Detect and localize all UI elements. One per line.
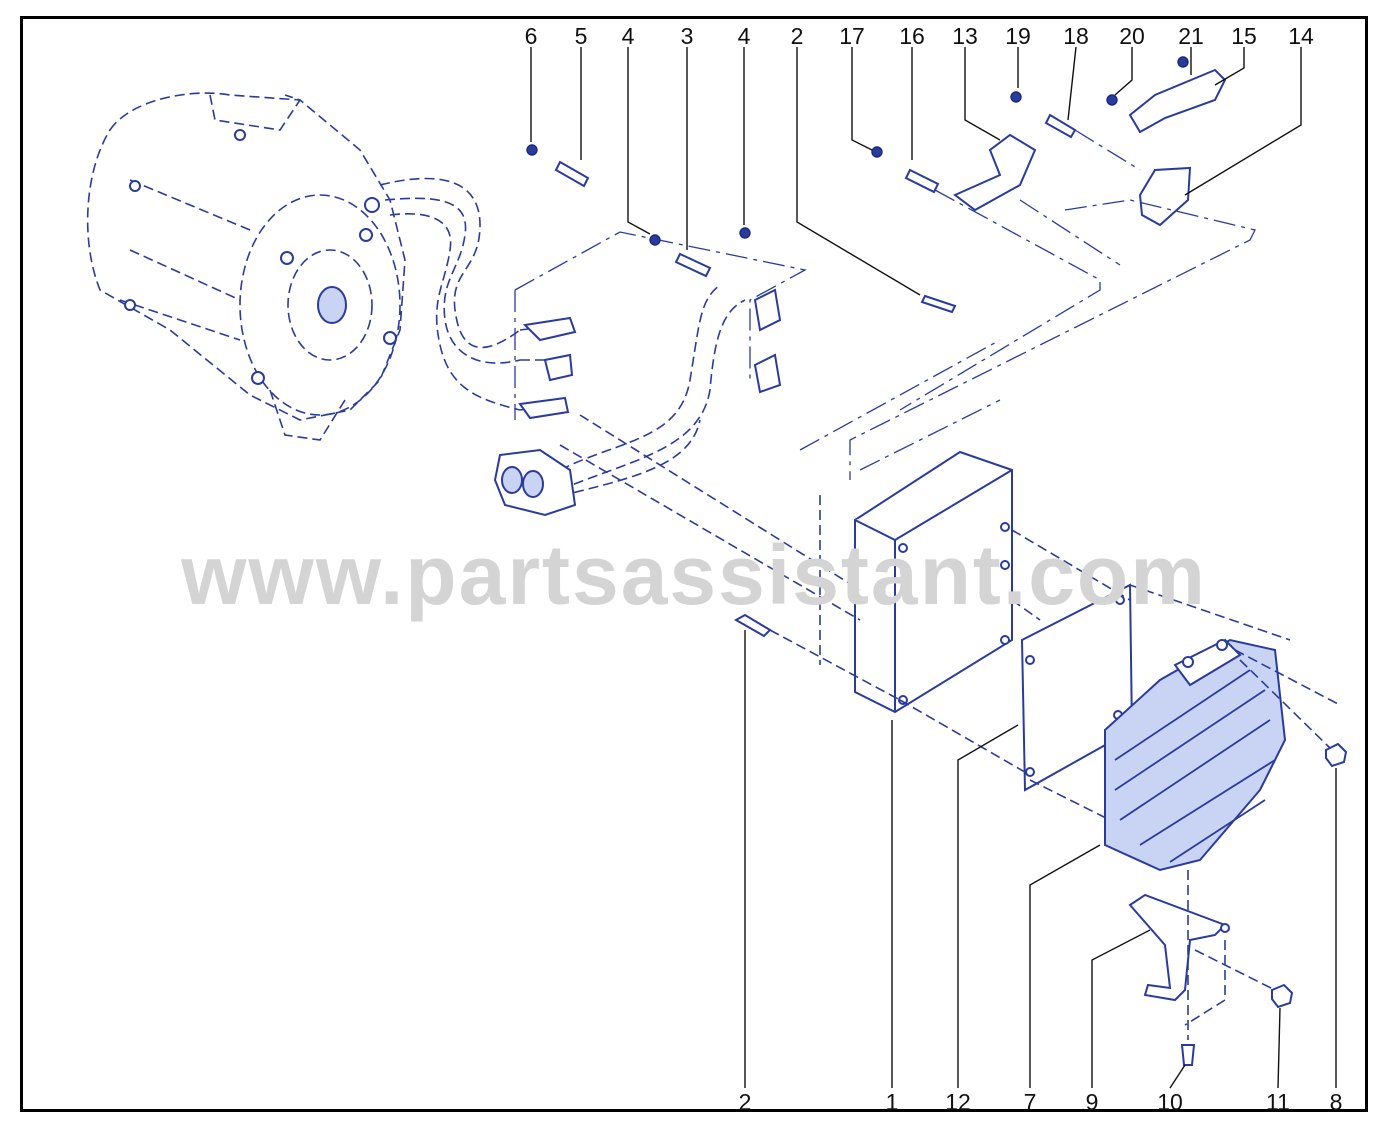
- callout-4-right: 4: [738, 23, 751, 49]
- bracket-guide: [1184, 870, 1276, 1040]
- callout-13: 13: [952, 23, 978, 49]
- callout-19: 19: [1005, 23, 1031, 49]
- callout-14: 14: [1288, 23, 1314, 49]
- callout-10: 10: [1157, 1089, 1183, 1115]
- callout-18: 18: [1063, 23, 1089, 49]
- callout-12: 12: [945, 1089, 971, 1115]
- bracket-15: [1128, 68, 1227, 134]
- callout-6: 6: [525, 23, 538, 49]
- bolt-guide: [769, 629, 901, 701]
- callout-9: 9: [1086, 1089, 1099, 1115]
- callout-17: 17: [839, 23, 865, 49]
- heat-sink: [1104, 638, 1287, 872]
- callout-15: 15: [1231, 23, 1257, 49]
- callout-7: 7: [1024, 1089, 1037, 1115]
- top-callouts: 6 5 4 3 4 2 17 16 13 19 18 20 21 15 14: [525, 23, 1314, 49]
- terminal-guide-box: [514, 231, 807, 420]
- callout-11: 11: [1266, 1089, 1290, 1115]
- inverter-box: [854, 450, 1013, 714]
- nut-11: [1271, 983, 1294, 1009]
- harness-connector: [493, 448, 577, 517]
- bolt-10: [1180, 1044, 1196, 1066]
- heatsink-guide: [1129, 584, 1341, 749]
- callout-20: 20: [1119, 23, 1145, 49]
- nut-8: [1325, 742, 1348, 768]
- inverter-guide: [559, 414, 861, 665]
- terminal-clamps: [753, 288, 782, 394]
- callout-4-left: 4: [622, 23, 635, 49]
- watermark: www.partsassistant.com: [180, 528, 1207, 622]
- diagram-frame: [20, 16, 1368, 1112]
- callout-1: 1: [886, 1089, 899, 1115]
- callout-2-top: 2: [791, 23, 804, 49]
- callout-16: 16: [899, 23, 925, 49]
- bracket-13: [953, 133, 1037, 212]
- callout-5: 5: [575, 23, 588, 49]
- top-fasteners: [526, 56, 1189, 314]
- gasket-guide: [899, 529, 1131, 821]
- bracket-guide-lines: [799, 129, 1256, 480]
- bracket-14: [1138, 166, 1192, 227]
- cable-harness: [379, 177, 746, 501]
- bottom-callouts: 2 1 12 7 9 10 11 8: [739, 1089, 1343, 1115]
- cable-terminals: [518, 316, 577, 420]
- electric-motor: [86, 92, 406, 441]
- mounting-bracket: [1128, 893, 1230, 1002]
- callout-8: 8: [1330, 1089, 1343, 1115]
- callout-2-bottom: 2: [739, 1089, 752, 1115]
- callout-3: 3: [681, 23, 694, 49]
- callout-21: 21: [1178, 23, 1204, 49]
- leader-lines: [530, 46, 1337, 1089]
